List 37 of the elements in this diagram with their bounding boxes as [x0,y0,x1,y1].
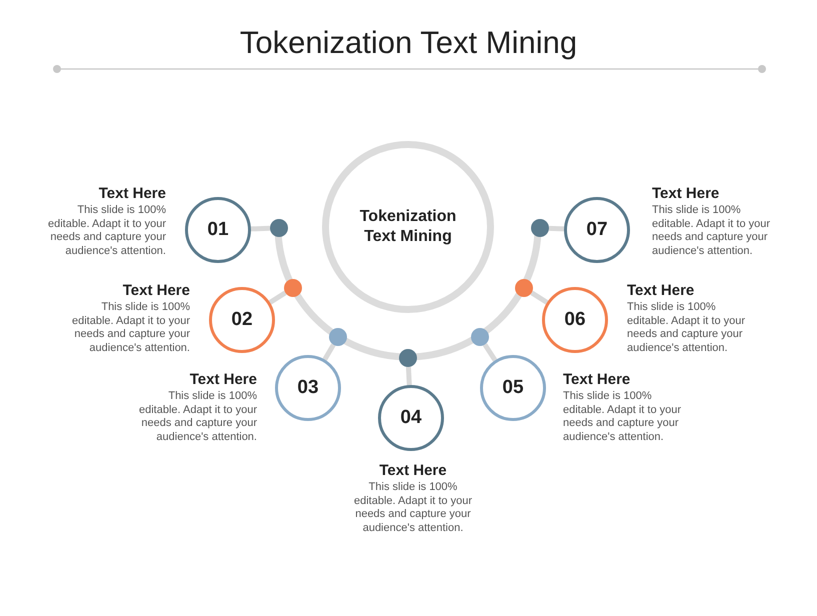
item-heading: Text Here [188,371,257,388]
connector-dot [531,219,549,237]
description-text: This slide is 100% editable. Adapt it to your needs and capture your audience's attention. [563,390,682,444]
step-number: 07 [586,219,608,241]
connector-dot [270,219,288,237]
item-heading: Text Here [378,462,448,479]
step-number: 06 [564,309,586,331]
step-number: 04 [400,407,422,429]
connector-dot [329,328,347,346]
connector-dot [515,279,533,297]
center-title: Tokenization Text Mining [358,207,458,247]
connector-line [482,343,498,362]
description-text: This slide is 100% editable. Adapt it to your needs and capture your audience's attention. [652,204,772,258]
description-text: This slide is 100% editable. Adapt it to your needs and capture your audience's attention. [70,301,190,356]
item-heading: Text Here [122,282,190,299]
connector-line [530,290,548,305]
connector-line [406,366,412,386]
step-number: 03 [297,377,319,399]
item-heading: Text Here [627,282,696,299]
item-heading: Text Here [652,185,720,202]
connector-line [322,343,336,361]
connector-line [268,290,287,305]
connector-line [250,226,270,232]
title: Tokenization Text Mining [240,25,578,60]
item-heading: Text Here [563,371,632,388]
item-heading: Text Here [98,185,166,202]
connector-dot [471,328,489,346]
description-text: This slide is 100% editable. Adapt it to your needs and capture your audience's attention. [352,481,474,536]
connector-line [548,226,564,232]
step-number: 05 [502,377,524,399]
description-text: This slide is 100% editable. Adapt it to your needs and capture your audience's attention. [627,301,746,356]
description-text: This slide is 100% editable. Adapt it to your needs and capture your audience's attention. [46,204,166,258]
connector-dot [284,279,302,297]
step-number: 02 [231,309,253,331]
description-text: This slide is 100% editable. Adapt it to your needs and capture your audience's attention. [138,390,257,444]
step-number: 01 [207,219,229,241]
connector-dot [399,349,417,367]
